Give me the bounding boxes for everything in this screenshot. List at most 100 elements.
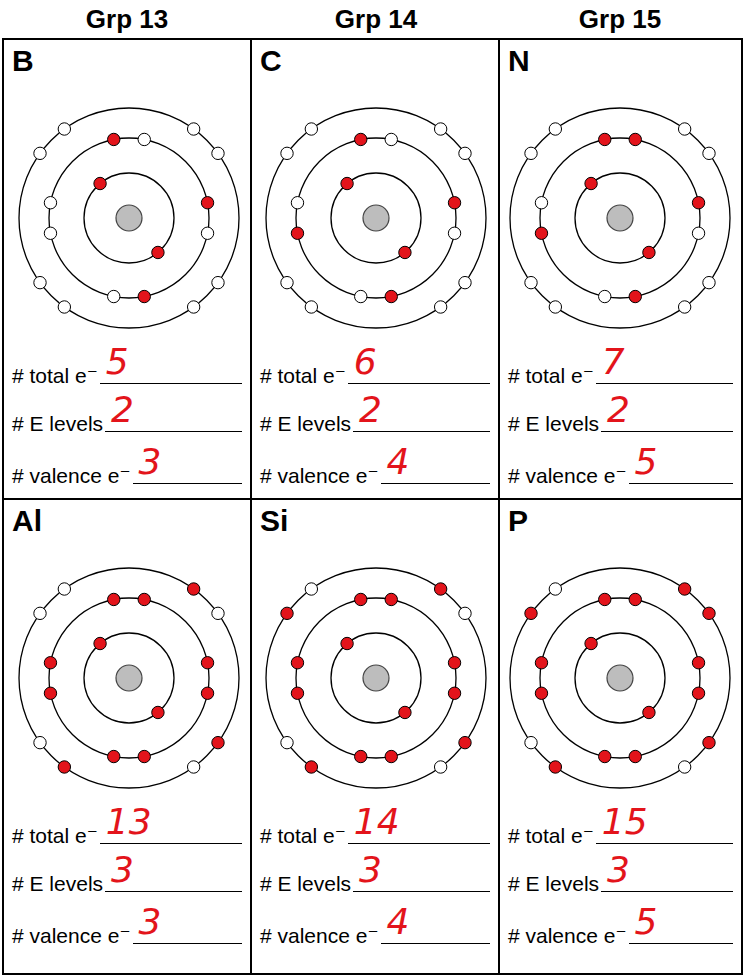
electron-dot [692, 197, 704, 209]
electron-dot [212, 276, 224, 288]
electron-dot [629, 290, 641, 302]
electron-dot [187, 123, 199, 135]
electron-dot [305, 583, 317, 595]
electron-dot [448, 687, 460, 699]
electron-dot [703, 736, 715, 748]
question-label: # total e⁻ [508, 824, 594, 848]
electron-dot [44, 197, 56, 209]
energy-ring [331, 633, 421, 723]
electron-dot [434, 301, 446, 313]
element-symbol: Si [260, 504, 288, 538]
energy-ring [510, 568, 730, 788]
energy-ring [296, 138, 456, 298]
electron-dot [692, 657, 704, 669]
electron-dot [187, 761, 199, 773]
energy-ring [266, 108, 486, 328]
question-label: # E levels [508, 412, 599, 436]
electron-dot [152, 246, 164, 258]
group-header-box: Grp 15 [520, 3, 720, 35]
electron-dot [585, 177, 597, 189]
electron-dot [291, 227, 303, 239]
question-label: # valence e⁻ [508, 464, 627, 488]
electron-dot [355, 290, 367, 302]
question-row: # E levels3 [260, 850, 490, 896]
electron-dot [459, 276, 471, 288]
question-label: # valence e⁻ [260, 924, 379, 948]
question-row: # total e⁻5 [12, 342, 242, 388]
electron-dot [535, 227, 547, 239]
electron-dot [599, 290, 611, 302]
electron-dot [535, 657, 547, 669]
electron-dot [34, 276, 46, 288]
energy-ring [510, 108, 730, 328]
question-label: # E levels [260, 412, 351, 436]
electron-dot [281, 276, 293, 288]
energy-ring [19, 568, 239, 788]
electron-dot [525, 607, 537, 619]
electron-dot [34, 147, 46, 159]
handwritten-answer: 6 [348, 340, 490, 384]
question-row: # total e⁻7 [508, 342, 733, 388]
nucleus [607, 205, 633, 231]
energy-ring [575, 173, 665, 263]
nucleus [116, 205, 142, 231]
handwritten-answer: 4 [381, 440, 491, 484]
question-label: # total e⁻ [12, 364, 98, 388]
electron-dot [448, 227, 460, 239]
electron-dot [355, 133, 367, 145]
group-header: Grp 14 [335, 3, 417, 35]
element-cell: B# total e⁻5# E levels2# valence e⁻3 [2, 38, 252, 500]
bohr-model [19, 568, 239, 788]
electron-dot [305, 761, 317, 773]
electron-dot [549, 301, 561, 313]
group-header: Grp 13 [86, 3, 168, 35]
electron-dot [434, 123, 446, 135]
electron-dot [94, 177, 106, 189]
handwritten-answer: 3 [601, 848, 733, 892]
handwritten-answer: 2 [601, 388, 733, 432]
question-label: # total e⁻ [12, 824, 98, 848]
electron-dot [201, 687, 213, 699]
question-row: # valence e⁻3 [12, 442, 242, 488]
electron-dot [585, 637, 597, 649]
electron-dot [291, 657, 303, 669]
electron-dot [187, 583, 199, 595]
electron-dot [678, 301, 690, 313]
question-row: # E levels3 [508, 850, 733, 896]
question-label: # E levels [12, 412, 103, 436]
handwritten-answer: 7 [596, 340, 733, 384]
energy-ring [49, 598, 209, 758]
electron-dot [212, 147, 224, 159]
question-row: # total e⁻6 [260, 342, 490, 388]
question-row: # total e⁻14 [260, 802, 490, 848]
energy-ring [84, 633, 174, 723]
electron-dot [341, 637, 353, 649]
electron-dot [34, 736, 46, 748]
electron-dot [305, 301, 317, 313]
electron-dot [138, 290, 150, 302]
electron-dot [58, 301, 70, 313]
group-header: Grp 15 [579, 3, 661, 35]
electron-dot [138, 750, 150, 762]
electron-dot [399, 246, 411, 258]
electron-dot [58, 123, 70, 135]
electron-dot [58, 761, 70, 773]
element-symbol: P [508, 504, 528, 538]
bohr-model [266, 568, 486, 788]
electron-dot [385, 593, 397, 605]
electron-dot [525, 276, 537, 288]
electron-dot [281, 607, 293, 619]
energy-ring [540, 138, 700, 298]
electron-dot [201, 657, 213, 669]
electron-dot [535, 197, 547, 209]
element-cell: Si# total e⁻14# E levels3# valence e⁻4 [250, 498, 500, 975]
electron-dot [44, 687, 56, 699]
electron-dot [643, 706, 655, 718]
question-row: # valence e⁻3 [12, 902, 242, 948]
question-label: # valence e⁻ [12, 464, 131, 488]
electron-dot [385, 750, 397, 762]
handwritten-answer: 14 [348, 800, 490, 844]
electron-dot [108, 750, 120, 762]
question-row: # total e⁻13 [12, 802, 242, 848]
electron-dot [305, 123, 317, 135]
